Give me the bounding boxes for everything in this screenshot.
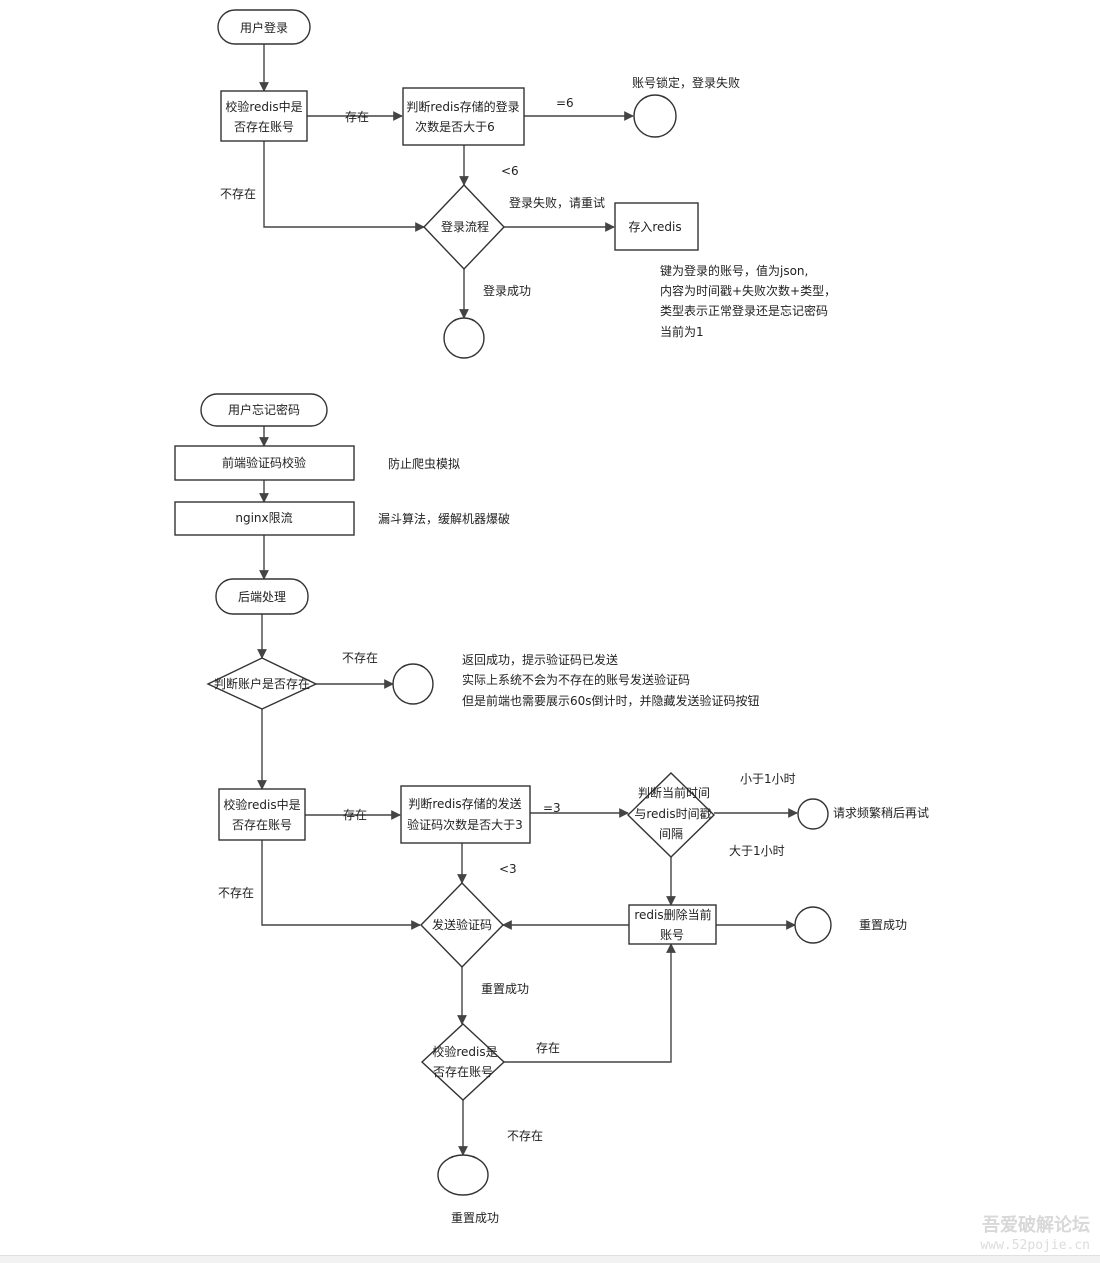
forgot-judge-count-line2: 验证码次数是否大于3 <box>407 817 523 832</box>
login-store-redis-text: 存入redis <box>628 220 681 234</box>
forgot-label-eq3: =3 <box>543 801 561 815</box>
forgot-too-frequent-text: 请求频繁稍后再试 <box>833 805 929 820</box>
watermark-line1: 吾爱破解论坛 <box>982 1214 1090 1236</box>
forgot-backend-terminal <box>215 578 309 615</box>
login-note-line1: 键为登录的账号，值为json, <box>660 263 808 278</box>
forgot-judge-account-text: 判断账户是否存在 <box>214 676 310 691</box>
forgot-delete-account-box <box>628 904 717 945</box>
login-label-lt6: <6 <box>501 164 519 178</box>
forgot-check-redis2-decision <box>420 1023 506 1101</box>
forgot-delete-account-line1: redis删除当前 <box>634 907 711 922</box>
forgot-label-exists2: 存在 <box>536 1041 560 1055</box>
login-note-line2: 内容为时间戳+失败次数+类型， <box>660 283 836 298</box>
forgot-judge-time-line2: 与redis时间戳 <box>634 807 711 821</box>
forgot-nginx-box <box>174 501 355 536</box>
forgot-reset-success-right-terminal <box>794 906 832 944</box>
forgot-label-reset-success: 重置成功 <box>481 982 529 996</box>
forgot-judge-count-line1: 判断redis存储的发送 <box>408 796 521 811</box>
forgot-start-terminal <box>200 393 328 427</box>
login-check-account-box <box>220 90 308 142</box>
forgot-reset-success-bottom-terminal <box>437 1154 489 1196</box>
login-check-account-line2: 否存在账号 <box>234 120 294 134</box>
forgot-backend-text: 后端处理 <box>238 590 286 604</box>
login-label-not-exists: 不存在 <box>220 187 256 201</box>
forgot-anti-crawler-note: 防止爬虫模拟 <box>388 456 460 471</box>
bottom-scroll-strip <box>0 1255 1100 1263</box>
forgot-judge-time-line1: 判断当前时间 <box>638 785 710 800</box>
forgot-check-account-box <box>218 788 306 841</box>
login-check-account-line1: 校验redis中是 <box>225 99 302 114</box>
forgot-frontend-captcha-text: 前端验证码校验 <box>222 455 306 470</box>
forgot-label-not-exists2: 不存在 <box>507 1129 543 1143</box>
forgot-not-exists-terminal <box>392 663 434 705</box>
forgot-check-redis2-line1: 校验redis是 <box>432 1044 497 1059</box>
forgot-check-account-line2: 否存在账号 <box>232 818 292 832</box>
forgot-label-not-exists-top: 不存在 <box>342 651 378 665</box>
forgot-reset-success-bottom-text: 重置成功 <box>451 1211 499 1225</box>
login-flow-decision <box>423 183 505 271</box>
forgot-note-line1: 返回成功，提示验证码已发送 <box>462 652 618 667</box>
login-judge-count-line2: 次数是否大于6 <box>415 119 495 134</box>
forgot-nginx-text: nginx限流 <box>235 511 292 525</box>
forgot-judge-count-box <box>400 785 531 844</box>
login-label-eq6: =6 <box>556 96 574 110</box>
forgot-judge-account-decision <box>206 657 318 710</box>
forgot-too-frequent-terminal <box>797 798 829 830</box>
login-start-terminal <box>217 9 311 45</box>
forgot-edges <box>257 426 798 1156</box>
forgot-judge-time-decision <box>626 772 716 858</box>
forgot-check-redis2-line2: 否存在账号 <box>433 1065 493 1079</box>
forgot-judge-time-line3: 间隔 <box>659 827 683 841</box>
login-start-text: 用户登录 <box>240 20 288 35</box>
forgot-label-gt1h: 大于1小时 <box>729 844 785 858</box>
login-note-line4: 当前为1 <box>660 324 704 339</box>
login-label-success: 登录成功 <box>483 283 531 298</box>
forgot-delete-account-line2: 账号 <box>660 928 684 942</box>
login-note-line3: 类型表示正常登录还是忘记密码 <box>660 303 828 318</box>
login-edges <box>259 44 634 319</box>
forgot-label-not-exists: 不存在 <box>218 886 254 900</box>
forgot-send-code-text: 发送验证码 <box>432 917 492 932</box>
forgot-note-line3: 但是前端也需要展示60s倒计时，并隐藏发送验证码按钮 <box>462 693 760 708</box>
login-success-terminal <box>443 317 485 359</box>
forgot-label-lt3: <3 <box>499 862 517 876</box>
forgot-leaky-bucket-note: 漏斗算法，缓解机器爆破 <box>378 511 510 526</box>
watermark-line2: www.52pojie.cn <box>980 1238 1090 1253</box>
forgot-note-line2: 实际上系统不会为不存在的账号发送验证码 <box>462 672 690 687</box>
login-label-exists: 存在 <box>345 110 369 124</box>
forgot-reset-success-right-text: 重置成功 <box>859 918 907 932</box>
login-label-fail-retry: 登录失败，请重试 <box>509 195 605 210</box>
login-judge-count-box <box>402 87 525 146</box>
login-store-redis-box <box>614 202 699 251</box>
login-locked-label: 账号锁定，登录失败 <box>632 75 740 90</box>
forgot-check-account-line1: 校验redis中是 <box>223 797 300 812</box>
forgot-label-exists: 存在 <box>343 808 367 822</box>
forgot-send-code-decision <box>420 881 504 969</box>
forgot-frontend-captcha-box <box>174 445 355 481</box>
forgot-label-lt1h: 小于1小时 <box>740 772 796 786</box>
login-locked-terminal <box>633 94 677 138</box>
forgot-start-text: 用户忘记密码 <box>228 402 300 417</box>
login-judge-count-line1: 判断redis存储的登录 <box>406 99 519 114</box>
login-flow-text: 登录流程 <box>441 219 489 234</box>
